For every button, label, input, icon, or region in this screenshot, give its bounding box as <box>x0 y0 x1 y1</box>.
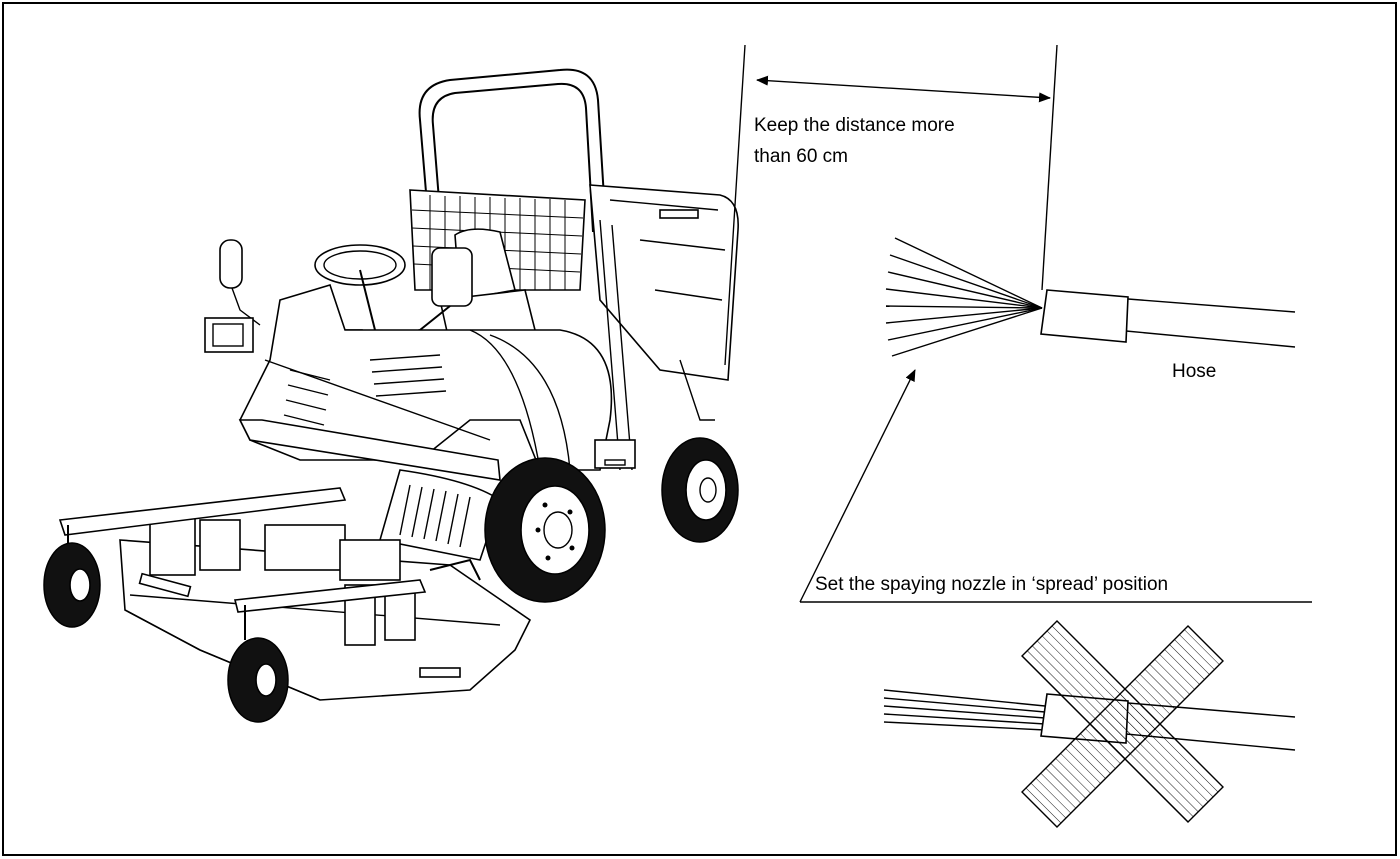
distance-label-line2: than 60 cm <box>754 146 848 167</box>
nozzle-instruction-label: Set the spaying nozzle in ‘spread’ posit… <box>815 574 1168 595</box>
distance-label-line1: Keep the distance more <box>754 115 955 136</box>
hose-spread <box>1040 289 1296 348</box>
hose-label: Hose <box>1172 361 1216 382</box>
nozzle-spread-diagram <box>799 237 1312 603</box>
nozzle-pointer-arrow <box>799 369 916 603</box>
straight-jet <box>883 689 1046 731</box>
spray-fan <box>885 237 1043 357</box>
mower-illustration <box>43 68 739 723</box>
distance-dimension <box>724 44 1058 366</box>
prohibited-x-icon <box>1021 620 1224 828</box>
nozzle-straight-wrong-diagram <box>883 620 1296 828</box>
